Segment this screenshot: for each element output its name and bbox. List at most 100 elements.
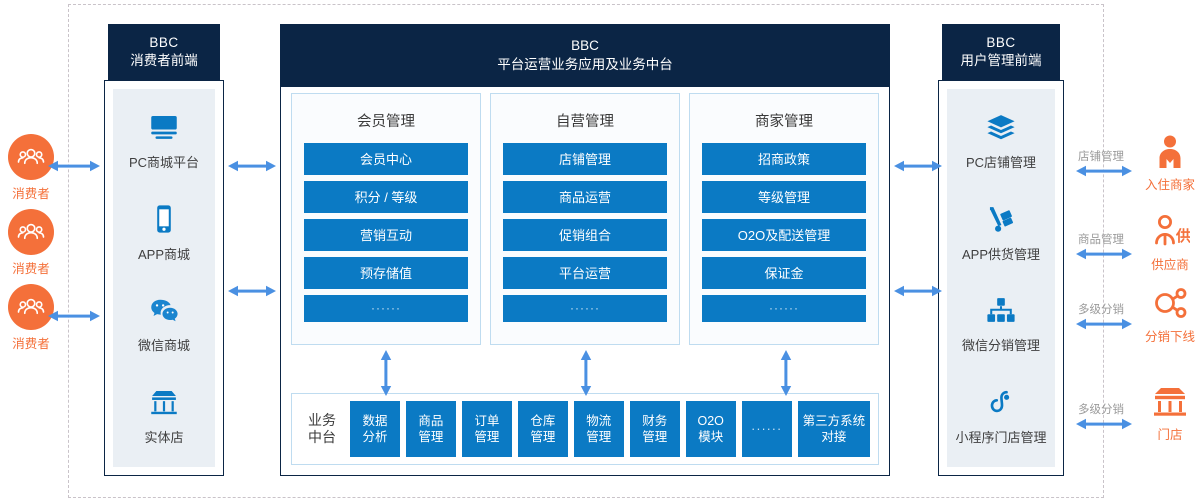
actor-consumer-2[interactable]: 消费者 <box>2 209 60 277</box>
actor-supplier[interactable]: 供 供应商 <box>1138 212 1200 273</box>
mid-module-line2: 模块 <box>698 430 724 444</box>
mid-module-data-analysis[interactable]: 数据 分析 <box>350 401 400 457</box>
actor-label: 消费者 <box>12 337 50 351</box>
right-column-channels: PC店铺管理 APP供货管理 <box>947 89 1055 467</box>
module-chip[interactable]: 平台运营 <box>503 257 667 289</box>
right-column-box: PC店铺管理 APP供货管理 <box>938 80 1064 476</box>
consumers-group-icon <box>8 134 54 180</box>
mid-module-logistics[interactable]: 物流 管理 <box>573 401 624 457</box>
arrow-frontend-to-platform-1 <box>228 159 276 173</box>
module-chip[interactable]: 营销互动 <box>304 219 468 251</box>
module-chip[interactable]: O2O及配送管理 <box>702 219 866 251</box>
right-header-line2: 用户管理前端 <box>960 53 1042 68</box>
connector-panel1-to-midplatform <box>379 350 393 396</box>
admin-wechat-distribution-management[interactable]: 微信分销管理 <box>962 293 1040 354</box>
monitor-icon <box>147 110 181 144</box>
mid-module-line2: 管理 <box>642 430 668 444</box>
center-platform-header: BBC 平台运营业务应用及业务中台 <box>281 25 889 87</box>
module-chip[interactable]: 会员中心 <box>304 143 468 175</box>
mid-module-line1: 订单 <box>474 413 500 428</box>
channel-label: APP商城 <box>137 246 190 262</box>
channel-pc-mall[interactable]: PC商城平台 <box>129 110 199 171</box>
mid-module-line1: 商品 <box>418 413 444 428</box>
module-chip[interactable]: 等级管理 <box>702 181 866 213</box>
mid-module-line1: 财务 <box>642 413 668 428</box>
mid-platform-label-line2: 中台 <box>308 429 336 445</box>
module-chip-more[interactable]: ······ <box>503 295 667 322</box>
actor-label: 门店 <box>1157 428 1183 442</box>
admin-app-supply-management[interactable]: APP供货管理 <box>962 202 1040 263</box>
channel-physical-store[interactable]: 实体店 <box>144 385 184 446</box>
arrow-admin-to-downline <box>1076 317 1132 331</box>
right-header-line1: BBC <box>986 34 1016 50</box>
merchant-person-icon <box>1150 132 1190 172</box>
left-column-channels: PC商城平台 APP商城 <box>113 89 215 467</box>
module-chip-more[interactable]: ······ <box>702 295 866 322</box>
channel-label: 微信商城 <box>137 338 190 354</box>
left-column-box: PC商城平台 APP商城 <box>104 80 224 476</box>
mid-module-line1: 第三方系统 <box>802 413 866 428</box>
mid-module-line2: 分析 <box>362 430 388 444</box>
channel-app-mall[interactable]: APP商城 <box>138 202 190 263</box>
mid-platform-label-line1: 业务 <box>308 411 336 428</box>
arrow-admin-to-store <box>1076 417 1132 431</box>
left-column-header: BBC 消费者前端 <box>108 24 220 80</box>
center-header-line1: BBC <box>571 38 599 54</box>
mid-module-line1: 仓库 <box>530 413 556 428</box>
module-chip[interactable]: 预存储值 <box>304 257 468 289</box>
admin-pc-store-management[interactable]: PC店铺管理 <box>966 110 1036 171</box>
mid-platform-bar: 业务 中台 数据 分析 商品 管理 订单 管理 仓库 管理 物流 管理 <box>291 393 879 465</box>
mid-platform-label: 业务 中台 <box>300 412 344 447</box>
center-panels: 会员管理 会员中心 积分 / 等级 营销互动 预存储值 ······ 自营管理 … <box>291 93 879 345</box>
actor-store[interactable]: 门店 <box>1138 382 1200 443</box>
mid-module-product[interactable]: 商品 管理 <box>405 401 456 457</box>
mini-program-icon <box>984 385 1018 419</box>
channel-label: PC商城平台 <box>128 155 200 171</box>
admin-channel-label: PC店铺管理 <box>965 155 1037 171</box>
mid-module-line2: 管理 <box>474 430 500 444</box>
actor-distribution-downline[interactable]: 分销下线 <box>1138 284 1200 345</box>
panel-title: 会员管理 <box>357 114 415 130</box>
connector-panel3-to-midplatform <box>779 350 793 396</box>
mid-module-line1: 数据 <box>362 413 388 428</box>
actor-consumer-1[interactable]: 消费者 <box>2 134 60 202</box>
arrow-consumer1-to-frontend <box>48 159 100 173</box>
module-chip[interactable]: 促销组合 <box>503 219 667 251</box>
mid-module-order[interactable]: 订单 管理 <box>461 401 512 457</box>
mid-module-warehouse[interactable]: 仓库 管理 <box>517 401 568 457</box>
relation-label-multi-level-distribution-2: 多级分销 <box>1078 404 1124 416</box>
channel-wechat-mall[interactable]: 微信商城 <box>138 293 190 354</box>
center-header-line2: 平台运营业务应用及业务中台 <box>497 57 673 72</box>
admin-channel-label: 小程序门店管理 <box>955 429 1047 445</box>
module-chip[interactable]: 积分 / 等级 <box>304 181 468 213</box>
channel-label: 实体店 <box>144 429 184 445</box>
module-chip[interactable]: 店铺管理 <box>503 143 667 175</box>
arrow-consumer3-to-frontend <box>48 309 100 323</box>
center-platform-box: BBC 平台运营业务应用及业务中台 会员管理 会员中心 积分 / 等级 营销互动… <box>280 24 890 476</box>
left-header-line2: 消费者前端 <box>130 53 198 68</box>
admin-channel-label: 微信分销管理 <box>961 338 1040 354</box>
module-chip-more[interactable]: ······ <box>304 295 468 322</box>
hand-truck-icon <box>984 202 1018 236</box>
arrow-platform-to-admin-1 <box>894 159 942 173</box>
actor-label: 消费者 <box>12 187 50 201</box>
actor-resident-merchant[interactable]: 入住商家 <box>1138 132 1200 193</box>
arrow-admin-to-merchant <box>1076 164 1132 178</box>
consumers-group-icon <box>8 209 54 255</box>
actor-label: 分销下线 <box>1144 330 1195 344</box>
mid-module-finance[interactable]: 财务 管理 <box>629 401 680 457</box>
left-header-line1: BBC <box>149 34 179 50</box>
module-chip[interactable]: 保证金 <box>702 257 866 289</box>
svg-text:供: 供 <box>1175 227 1190 245</box>
mid-module-more[interactable]: ······ <box>741 401 792 457</box>
actor-label: 消费者 <box>12 262 50 276</box>
module-chip[interactable]: 招商政策 <box>702 143 866 175</box>
actor-consumer-3[interactable]: 消费者 <box>2 284 60 352</box>
mid-module-o2o[interactable]: O2O 模块 <box>685 401 736 457</box>
module-chip[interactable]: 商品运营 <box>503 181 667 213</box>
mid-module-line2: 对接 <box>821 430 847 444</box>
panel-title: 商家管理 <box>755 114 813 130</box>
admin-mini-program-store-management[interactable]: 小程序门店管理 <box>955 385 1047 446</box>
mid-module-third-party-integration[interactable]: 第三方系统 对接 <box>797 401 871 457</box>
smartphone-icon <box>147 202 181 236</box>
